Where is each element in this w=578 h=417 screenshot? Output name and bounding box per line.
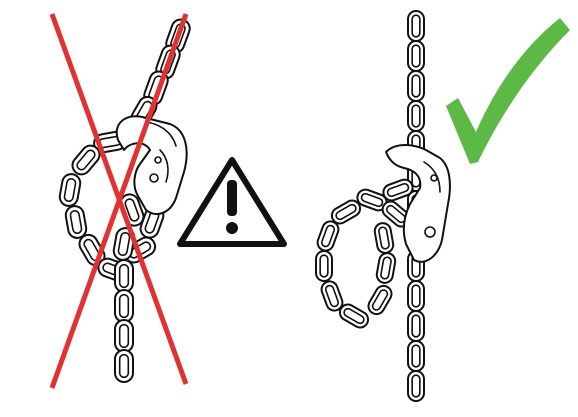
chain-link (408, 101, 424, 131)
chain-link (408, 281, 424, 311)
chain-link (408, 341, 424, 371)
chain-link (374, 222, 395, 254)
chain-link (315, 219, 340, 253)
chain-link (115, 350, 133, 382)
chain-link (316, 251, 332, 281)
chain-link (408, 71, 424, 101)
chain-link (366, 283, 395, 317)
correct-chain (315, 11, 424, 401)
chain-link (337, 302, 371, 331)
warning-triangle-icon (180, 160, 284, 244)
green-checkmark-icon (446, 18, 570, 164)
chain-link (64, 205, 87, 240)
chain-link (115, 320, 133, 352)
chain-link (115, 260, 133, 292)
chain-link (408, 41, 424, 71)
chain-link (376, 252, 397, 284)
correct-usage-illustration (315, 11, 570, 401)
chain-link (58, 173, 81, 208)
chain-link (408, 311, 424, 341)
incorrect-usage-illustration (52, 14, 192, 388)
chain-link (408, 11, 424, 41)
chain-link (408, 371, 424, 401)
chain-link (115, 290, 133, 322)
